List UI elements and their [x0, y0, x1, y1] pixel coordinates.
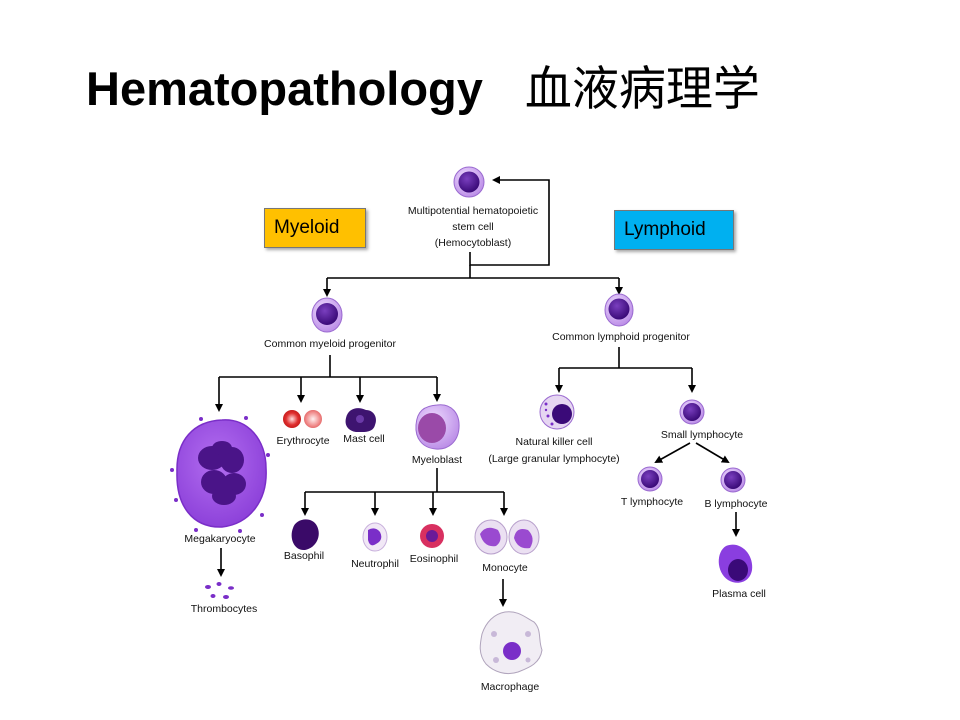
title-chinese: 血液病理学	[524, 62, 760, 117]
myeloblast-cell	[415, 404, 460, 450]
label-t-lymphocyte: T lymphocyte	[621, 496, 683, 508]
label-thrombocytes: Thrombocytes	[191, 603, 258, 615]
label-stem-line2: stem cell	[452, 221, 493, 233]
natural-killer-cell	[539, 394, 575, 430]
mast-cell-cell	[345, 408, 376, 433]
t-lymphocyte-cell	[637, 466, 663, 492]
label-monocyte: Monocyte	[482, 562, 528, 574]
title-english: Hematopathology	[86, 62, 483, 115]
small-lymphocyte-cell	[679, 399, 705, 425]
stem-cell	[453, 166, 485, 198]
lymphoid-tag: Lymphoid	[614, 210, 734, 250]
label-mast-cell: Mast cell	[343, 433, 384, 445]
label-plasma-cell: Plasma cell	[712, 588, 766, 600]
common-myeloid-progenitor-cell	[311, 297, 343, 333]
label-small-lymphocyte: Small lymphocyte	[661, 429, 743, 441]
label-nk-line2: (Large granular lymphocyte)	[488, 453, 619, 465]
slide-title: Hematopathology 血液病理学	[86, 50, 760, 119]
macrophage-cell	[479, 611, 543, 675]
label-eosinophil: Eosinophil	[410, 553, 458, 565]
label-basophil: Basophil	[284, 550, 324, 562]
megakaryocyte-cell	[170, 416, 270, 533]
label-common-myeloid: Common myeloid progenitor	[264, 338, 396, 350]
label-erythrocyte: Erythrocyte	[276, 435, 329, 447]
plasma-cell-cell	[718, 544, 753, 583]
label-neutrophil: Neutrophil	[351, 558, 399, 570]
label-b-lymphocyte: B lymphocyte	[704, 498, 767, 510]
basophil-cell	[291, 519, 319, 551]
label-nk-line1: Natural killer cell	[515, 436, 592, 448]
myeloid-tag: Myeloid	[264, 208, 366, 248]
self-renewal-arrow	[469, 176, 550, 266]
label-stem-line1: Multipotential hematopoietic	[408, 205, 538, 217]
arrow-to-t-lymphocyte	[654, 442, 691, 463]
common-lymphoid-progenitor-cell	[604, 293, 634, 327]
connector-lines	[215, 176, 740, 607]
eosinophil-cell	[420, 524, 444, 548]
thrombocytes-cells	[205, 582, 234, 599]
b-lymphocyte-cell	[720, 467, 746, 493]
label-stem-line3: (Hemocytoblast)	[435, 237, 511, 249]
label-common-lymphoid: Common lymphoid progenitor	[552, 331, 690, 343]
label-macrophage: Macrophage	[481, 681, 540, 693]
label-megakaryocyte: Megakaryocyte	[184, 533, 255, 545]
monocyte-cells	[474, 519, 540, 555]
label-myeloblast: Myeloblast	[412, 454, 462, 466]
neutrophil-cell	[362, 522, 388, 552]
erythrocyte-cells	[283, 410, 322, 428]
arrow-to-b-lymphocyte	[695, 442, 730, 464]
